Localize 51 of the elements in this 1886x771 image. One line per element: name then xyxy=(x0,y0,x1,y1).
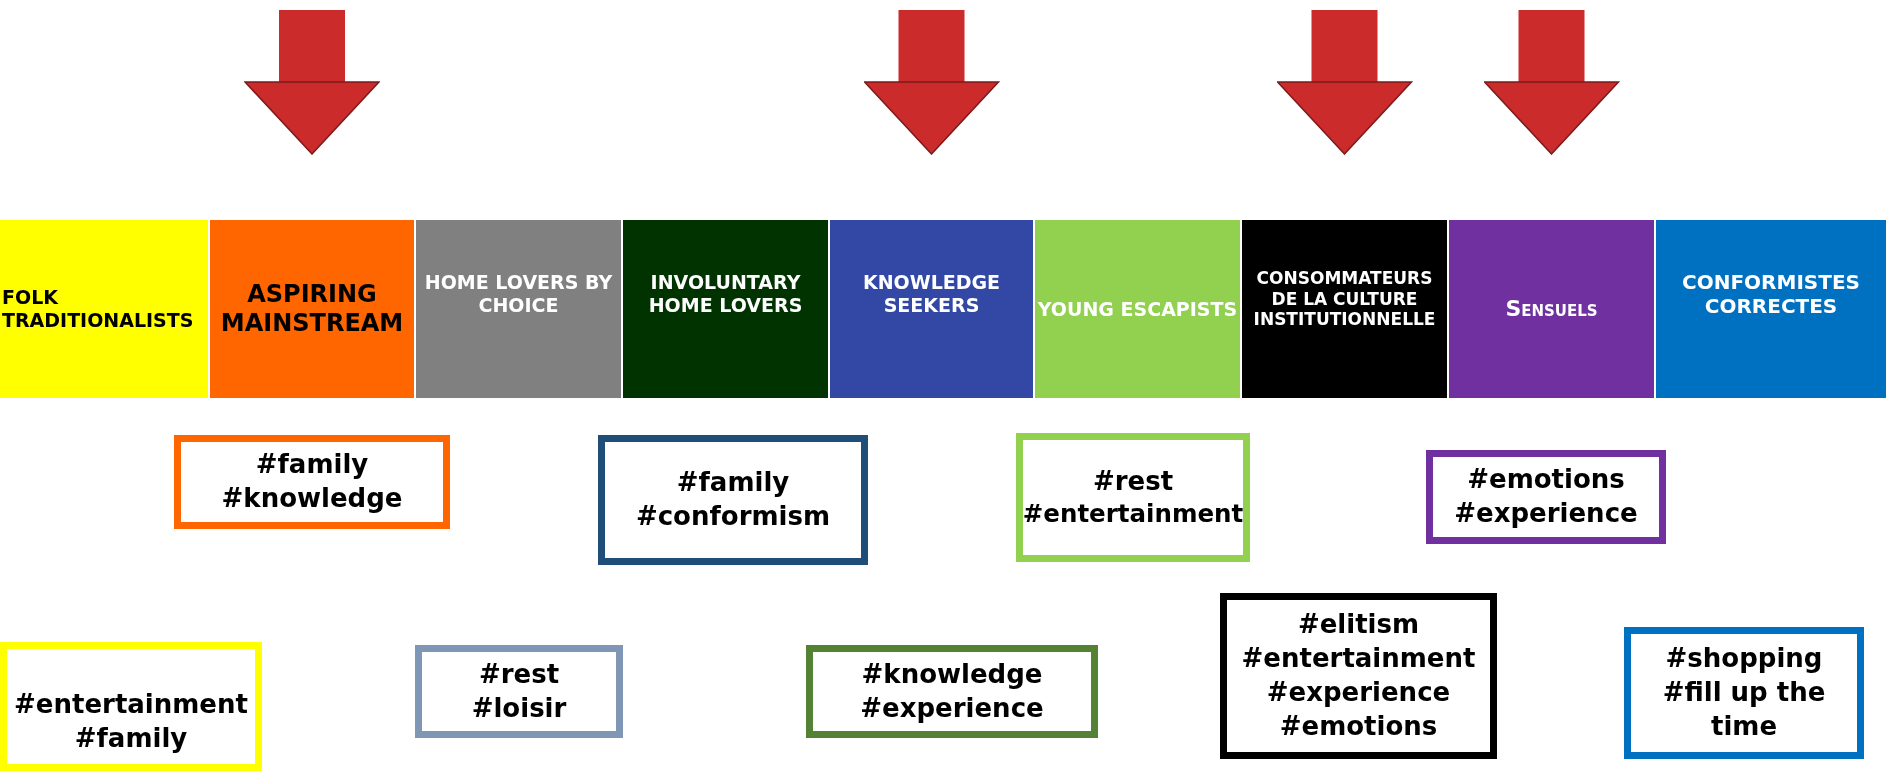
block-arrow xyxy=(863,10,1000,155)
segment-band xyxy=(1656,220,1886,398)
segment-name: HOME LOVERS BY CHOICE xyxy=(423,271,614,317)
hashtag-text: #experience xyxy=(860,691,1044,725)
segment-name: Sensuels xyxy=(1504,295,1599,323)
segment-band xyxy=(830,220,1033,398)
hashtag-text: #rest xyxy=(1092,464,1174,498)
segment-name: YOUNG ESCAPISTS xyxy=(1036,297,1239,321)
hashtag-box xyxy=(1016,433,1250,562)
block-arrow xyxy=(1276,10,1413,155)
segment-name: CONFORMISTES CORRECTES xyxy=(1681,270,1861,318)
hashtag-box xyxy=(0,642,262,771)
hashtag-text: #family xyxy=(74,721,188,755)
segment-band xyxy=(1242,220,1447,398)
hashtag-box xyxy=(1426,450,1666,544)
hashtag-text: #knowledge xyxy=(221,482,403,515)
segment-band xyxy=(416,220,621,398)
hashtag-box xyxy=(806,645,1098,738)
segment-name: CONSOMMATEURS DE LA CULTURE INSTITUTIONNELLE xyxy=(1252,268,1437,330)
hashtag-text: #elitism xyxy=(1297,608,1420,642)
hashtag-text: #shopping xyxy=(1665,642,1823,676)
segment-name: FOLK TRADITIONALISTS xyxy=(1,286,195,332)
segment-band xyxy=(1449,220,1654,398)
hashtag-box xyxy=(598,435,868,565)
hashtag-text: #experience xyxy=(1454,497,1638,530)
hashtag-box xyxy=(174,435,450,529)
hashtag-text: #loisir xyxy=(471,691,567,725)
hashtag-box xyxy=(1624,627,1864,759)
block-arrow xyxy=(244,10,380,155)
hashtag-text: #experience xyxy=(1266,676,1451,709)
segment-band xyxy=(210,220,414,398)
segment-name: INVOLUNTARY HOME LOVERS xyxy=(647,271,804,317)
hashtag-text: #entertainment xyxy=(1241,642,1476,676)
hashtag-box xyxy=(415,645,623,738)
hashtag-text: #entertainment xyxy=(1022,498,1244,531)
block-arrow xyxy=(1483,10,1620,155)
hashtag-text: #conformism xyxy=(635,500,831,533)
segment-band xyxy=(0,220,208,398)
hashtag-text: #entertainment xyxy=(14,687,248,721)
hashtag-text: #family xyxy=(255,448,369,482)
hashtag-text: #family xyxy=(676,466,790,500)
hashtag-text: #rest xyxy=(478,657,560,691)
segment-band xyxy=(623,220,828,398)
segment-band xyxy=(1035,220,1240,398)
segment-name: ASPIRING MAINSTREAM xyxy=(219,280,405,338)
hashtag-text: #emotions xyxy=(1467,463,1625,497)
hashtag-box xyxy=(1220,593,1497,759)
hashtag-text: #knowledge xyxy=(861,657,1043,691)
segment-name: KNOWLEDGE SEEKERS xyxy=(861,271,1002,317)
hashtag-text: #emotions xyxy=(1279,709,1438,743)
hashtag-text: #fill up the time xyxy=(1661,676,1827,743)
